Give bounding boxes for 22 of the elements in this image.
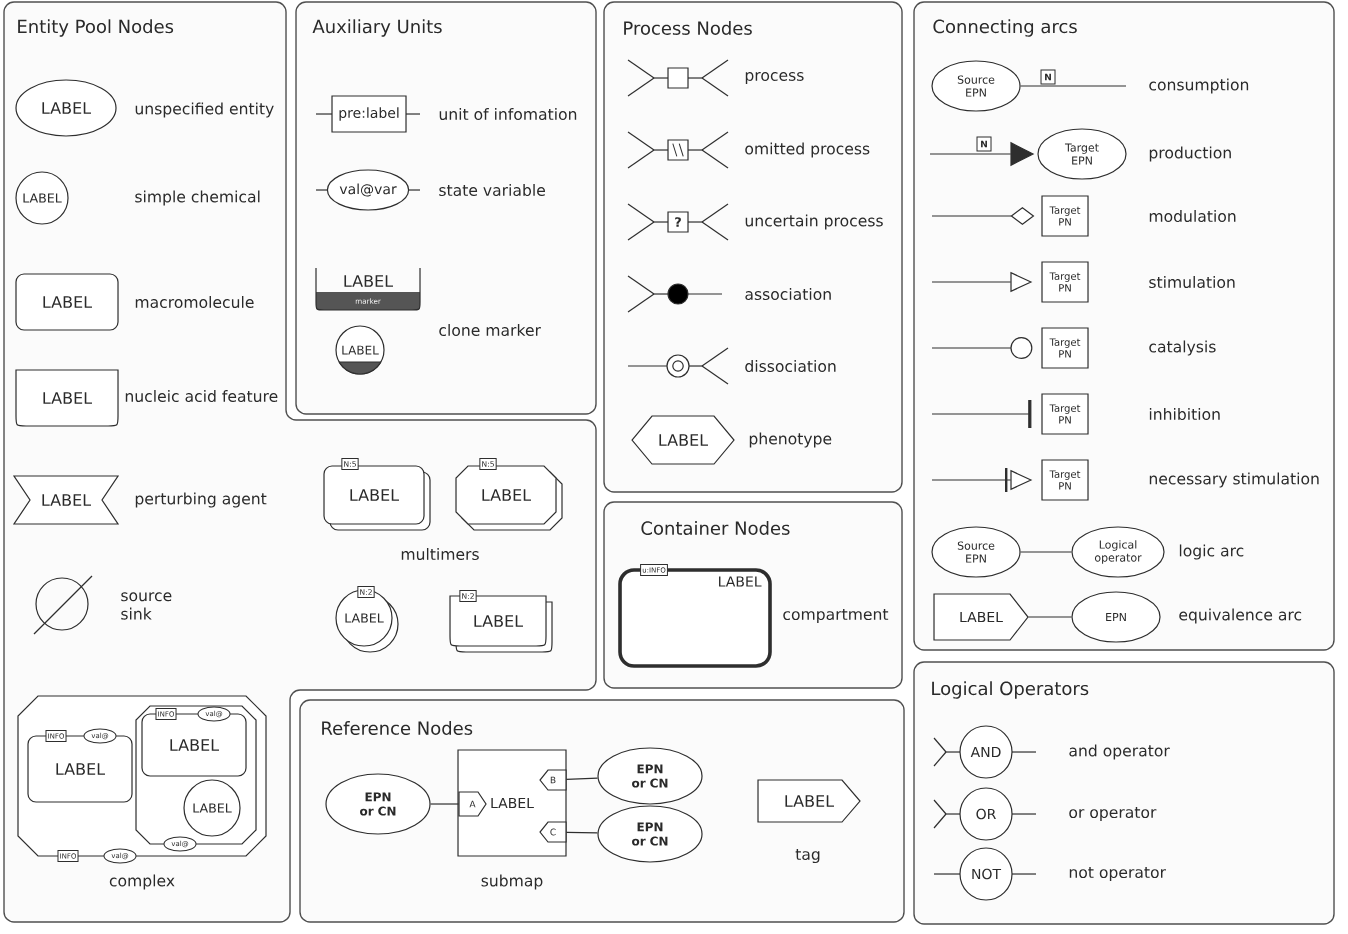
arc-line — [931, 400, 1032, 428]
process-glyph — [627, 59, 729, 97]
dissociation-glyph — [627, 347, 729, 385]
perturbing-agent-glyph: LABEL — [12, 475, 120, 525]
source-sink-glyph — [33, 575, 93, 635]
phenotype-glyph: LABEL — [631, 415, 735, 465]
nucleic-acid-feature-glyph: LABEL — [15, 369, 119, 427]
multimer-glyph: LABEL — [323, 465, 431, 531]
multimer-glyph: LABEL — [455, 465, 563, 531]
tag-glyph: LABEL — [757, 779, 861, 823]
connector-line — [565, 831, 599, 834]
omitted-process-glyph — [627, 131, 729, 169]
connector-line — [1027, 616, 1072, 618]
unspecified-entity-glyph: LABEL — [15, 79, 117, 137]
connector-line — [1020, 551, 1072, 553]
connector-line — [1020, 85, 1127, 87]
connector-line — [430, 803, 460, 805]
arc-line — [931, 337, 1033, 359]
connector-line — [565, 777, 599, 781]
macromolecule-glyph: LABEL — [15, 273, 119, 331]
association-glyph — [627, 275, 723, 313]
node-label: LABEL — [344, 275, 394, 287]
